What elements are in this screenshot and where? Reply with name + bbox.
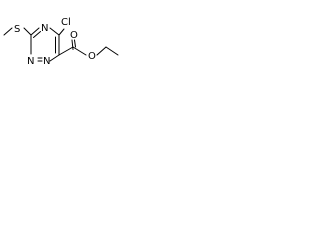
molecule-diagram: S N N N Cl O O	[3, 17, 119, 67]
bond-carbonyl-o-double	[74, 39, 76, 48]
bond-ch2-ch3	[105, 46, 119, 56]
bond-ester-o-ch2	[96, 46, 107, 56]
bond-c3-n4	[30, 27, 40, 36]
bond-c5-cl	[58, 28, 65, 36]
bond-ch3-s	[3, 27, 13, 36]
bond-c3-n4-inner	[33, 31, 41, 38]
atom-nitrogen-1: N	[43, 56, 50, 67]
atom-oxygen-carbonyl: O	[70, 30, 78, 41]
atom-nitrogen-2: N	[27, 56, 34, 67]
atom-oxygen-ester: O	[88, 51, 96, 62]
bond-c6-carbonyl	[58, 46, 74, 56]
bond-c6-n1	[49, 54, 60, 62]
atom-sulfur: S	[14, 24, 20, 35]
bond-carbonyl-o	[72, 46, 87, 56]
atom-chlorine: Cl	[61, 17, 71, 28]
bond-n4-c5	[49, 27, 60, 36]
bond-s-c3	[23, 27, 32, 36]
atom-nitrogen-4: N	[41, 23, 48, 34]
bond-carbonyl-o-inner	[71, 39, 74, 50]
